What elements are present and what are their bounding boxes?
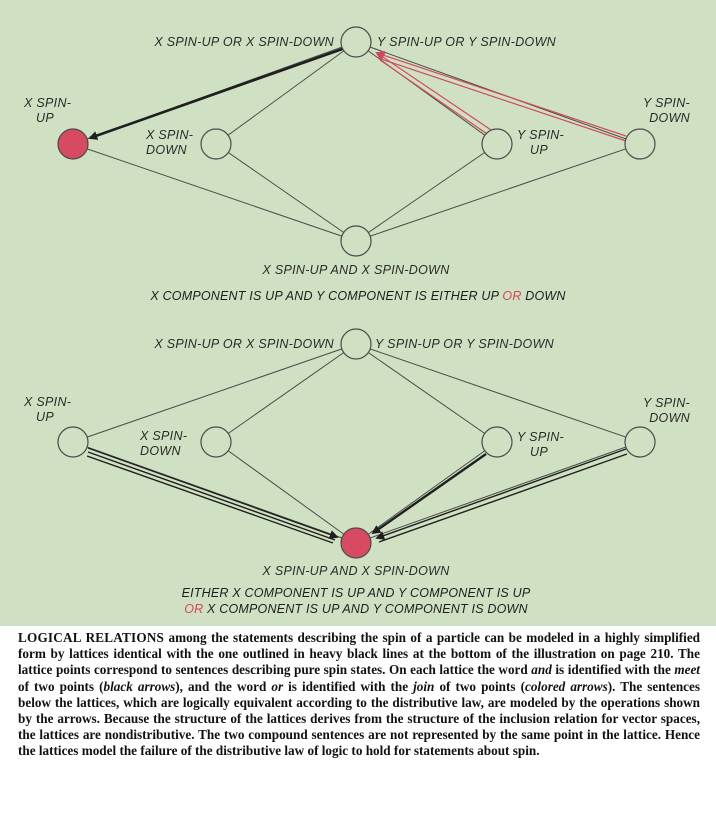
- figure-panel: [0, 0, 716, 626]
- lattice-point-x-spin-up: [57, 426, 89, 458]
- edge: [215, 41, 357, 145]
- meet-arrow: [375, 448, 628, 543]
- lattice-point-y-spin-up: [481, 128, 513, 160]
- edge: [215, 343, 357, 443]
- y-spin-up-label-line1: Y SPIN-: [517, 128, 564, 142]
- lattice-point-y-spin-down: [624, 426, 656, 458]
- edge: [355, 343, 641, 443]
- edge: [215, 143, 357, 242]
- edge: [355, 343, 498, 443]
- y-spin-down-label-line1: Y SPIN-: [643, 396, 690, 410]
- bottom-label: X SPIN-UP AND X SPIN-DOWN: [261, 564, 450, 578]
- lattice-point-y-spin-down: [624, 128, 656, 160]
- lattice-point-x-spin-up-highlighted: [57, 128, 89, 160]
- upper-sentence: X COMPONENT IS UP AND Y COMPONENT IS EIT…: [149, 289, 566, 303]
- meet-arrow: [88, 45, 349, 140]
- edge: [355, 41, 498, 145]
- edge: [355, 143, 498, 242]
- y-spin-down-label-line2: DOWN: [649, 111, 690, 125]
- y-spin-up-label-line2: UP: [530, 445, 548, 459]
- meet-arrow: [86, 447, 339, 544]
- x-spin-up-label-line1: X SPIN-: [23, 96, 71, 110]
- lattice-point-x-spin-down: [200, 426, 232, 458]
- upper-lattice: X SPIN-UP OR X SPIN-DOWN Y SPIN-UP OR Y …: [23, 26, 690, 303]
- top-label-right: Y SPIN-UP OR Y SPIN-DOWN: [375, 337, 555, 351]
- top-label-left: X SPIN-UP OR X SPIN-DOWN: [153, 35, 334, 49]
- x-spin-up-label-line1: X SPIN-: [23, 395, 71, 409]
- x-spin-down-label-line1: X SPIN-: [139, 429, 187, 443]
- edge: [215, 441, 357, 544]
- x-spin-up-label-line2: UP: [36, 111, 54, 125]
- meet-arrow: [371, 453, 487, 535]
- x-spin-down-label-line2: DOWN: [146, 143, 187, 157]
- bottom-label: X SPIN-UP AND X SPIN-DOWN: [261, 263, 450, 277]
- edge: [355, 441, 641, 544]
- edge: [72, 143, 357, 242]
- top-label-left: X SPIN-UP OR X SPIN-DOWN: [153, 337, 334, 351]
- lattice-diagram: X SPIN-UP OR X SPIN-DOWN Y SPIN-UP OR Y …: [23, 26, 690, 616]
- lower-sentence-line1: EITHER X COMPONENT IS UP AND Y COMPONENT…: [182, 586, 531, 600]
- edge: [355, 441, 498, 544]
- lower-sentence-line2: OR X COMPONENT IS UP AND Y COMPONENT IS …: [184, 602, 528, 616]
- x-spin-down-label-line1: X SPIN-: [145, 128, 193, 142]
- lattice-point-y-spin-up: [481, 426, 513, 458]
- lattice-point-x-spin-down: [200, 128, 232, 160]
- top-label-right: Y SPIN-UP OR Y SPIN-DOWN: [377, 35, 557, 49]
- x-spin-up-label-line2: UP: [36, 410, 54, 424]
- y-spin-up-label-line1: Y SPIN-: [517, 430, 564, 444]
- lower-lattice: X SPIN-UP OR X SPIN-DOWN Y SPIN-UP OR Y …: [23, 328, 690, 616]
- x-spin-down-label-line2: DOWN: [140, 444, 181, 458]
- y-spin-up-label-line2: UP: [530, 143, 548, 157]
- figure-caption: LOGICAL RELATIONS among the statements d…: [18, 630, 701, 759]
- lattice-point-bottom-highlighted: [340, 527, 372, 559]
- edge: [355, 143, 641, 242]
- lattice-point-top: [340, 328, 372, 360]
- y-spin-down-label-line1: Y SPIN-: [643, 96, 690, 110]
- lattice-point-bottom: [340, 225, 372, 257]
- y-spin-down-label-line2: DOWN: [649, 411, 690, 425]
- edge: [72, 343, 357, 443]
- lattice-point-top: [340, 26, 372, 58]
- join-arrow: [375, 51, 627, 142]
